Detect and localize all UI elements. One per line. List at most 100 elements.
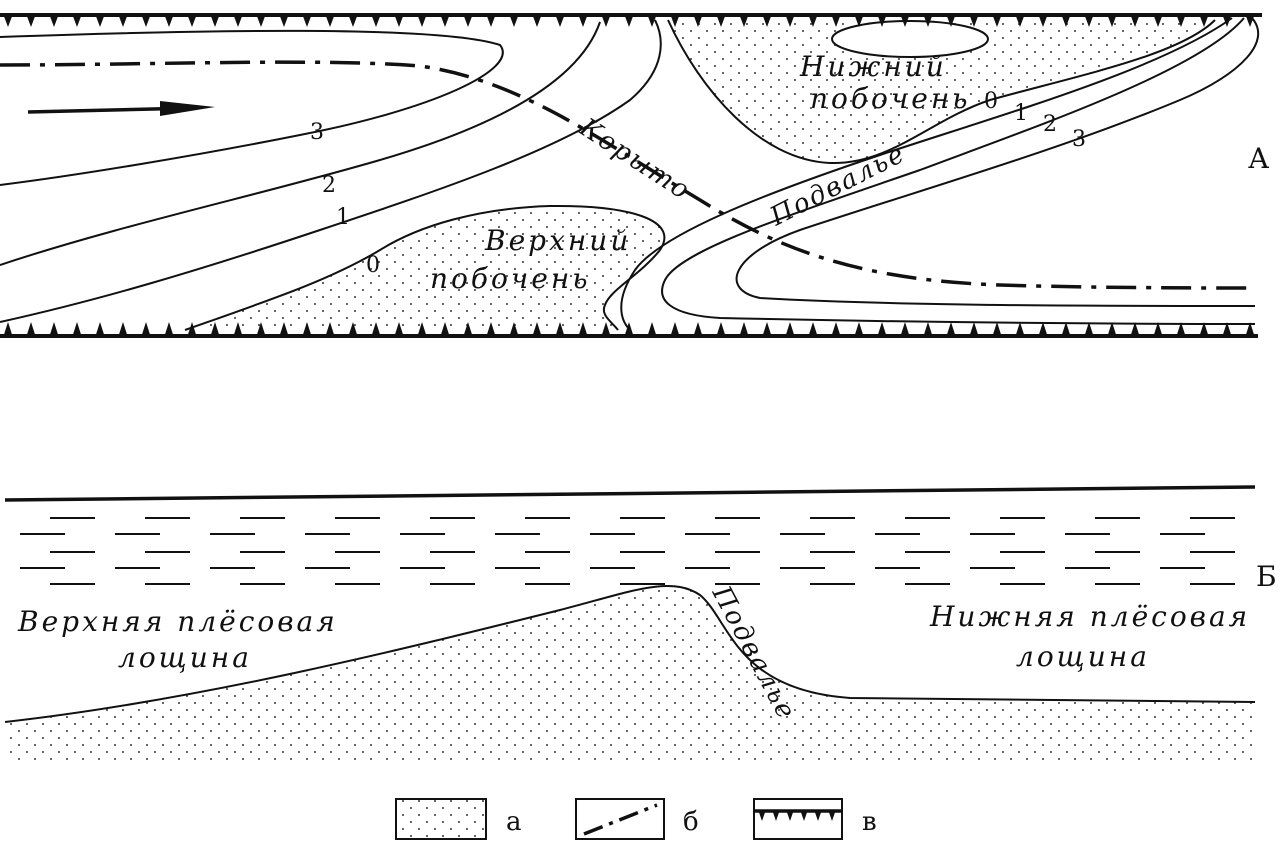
isobath-label-1-upper: 1: [336, 205, 350, 230]
isobath-0-upper: [184, 204, 666, 331]
bank-tooth: [1199, 15, 1209, 27]
bank-tooth: [670, 322, 680, 336]
bank-tooth: [786, 811, 794, 821]
bank-tooth: [992, 15, 1002, 27]
bank-tooth: [486, 15, 496, 27]
bank-tooth: [279, 322, 289, 336]
bank-tooth: [256, 322, 266, 336]
bank-tooth: [118, 322, 128, 336]
bank-tooth: [417, 322, 427, 336]
bank-tooth: [72, 322, 82, 336]
bank-tooth: [578, 15, 588, 27]
legend-item-thalweg: б: [575, 798, 699, 840]
isobath-label-0-upper: 0: [366, 253, 380, 278]
bank-tooth: [1015, 15, 1025, 27]
bank-tooth: [647, 322, 657, 336]
upper-pool-label-line2: лощина: [118, 641, 252, 674]
bank-tooth: [785, 322, 795, 336]
bank-tooth: [1061, 322, 1071, 336]
bank-tooth: [187, 322, 197, 336]
legend-label-b: б: [683, 807, 699, 837]
bank-tooth: [325, 322, 335, 336]
bank-tooth: [828, 811, 836, 821]
isobath-3-upper: [0, 29, 504, 186]
lower-bar-label-line1: Нижний: [799, 50, 947, 83]
bank-tooth: [1245, 322, 1255, 336]
bank-tooth: [762, 322, 772, 336]
bank-tooth: [808, 322, 818, 336]
isobath-label-2-upper: 2: [322, 173, 336, 198]
legend: а б в: [395, 798, 877, 840]
bank-tooth: [509, 322, 519, 336]
bank-tooth: [877, 322, 887, 336]
lower-bar-shoal: [668, 20, 1215, 164]
legend-thalweg-line: [583, 803, 658, 836]
isobath-label-2-lower: 2: [1043, 112, 1057, 137]
bank-tooth: [601, 322, 611, 336]
bank-tooth: [302, 15, 312, 27]
bank-tooth: [394, 322, 404, 336]
bank-tooth: [164, 15, 174, 27]
isobath-label-3-lower: 3: [1072, 127, 1086, 152]
bank-tooth: [601, 15, 611, 27]
bank-tooth: [49, 15, 59, 27]
bank-tooth: [772, 811, 780, 821]
bank-tooth: [831, 15, 841, 27]
bank-tooth: [923, 322, 933, 336]
bank-tooth: [26, 322, 36, 336]
upper-bar-shoal: [185, 205, 665, 330]
bank-tooth: [854, 15, 864, 27]
legend-swatch-bank: [753, 798, 843, 840]
bank-tooth: [210, 15, 220, 27]
bank-tooth: [762, 15, 772, 27]
bank-tooth: [1038, 15, 1048, 27]
panel-a-side-label: А: [1248, 142, 1269, 175]
bank-tooth: [279, 15, 289, 27]
bank-tooth: [624, 15, 634, 27]
bank-tooth: [1130, 15, 1140, 27]
bank-tooth: [877, 15, 887, 27]
isobath-2-lower: [661, 17, 1256, 325]
bank-tooth: [509, 15, 519, 27]
bank-tooth: [831, 322, 841, 336]
bank-tooth: [739, 15, 749, 27]
bank-tooth: [1038, 322, 1048, 336]
bank-tooth: [371, 322, 381, 336]
bank-tooth: [187, 15, 197, 27]
bank-tooth: [118, 15, 128, 27]
bank-tooth: [463, 322, 473, 336]
isobath-1-upper: [0, 19, 662, 323]
bank-tooth: [325, 15, 335, 27]
bank-tooth: [1084, 15, 1094, 27]
isobath-label-0-lower: 0: [984, 89, 998, 114]
bank-tooth: [900, 322, 910, 336]
legend-item-sand: а: [395, 798, 522, 840]
bank-tooth: [785, 15, 795, 27]
legend-swatch-sand: [395, 798, 487, 840]
bank-tooth: [758, 811, 766, 821]
bank-tooth: [555, 15, 565, 27]
bank-tooth: [1015, 322, 1025, 336]
legend-label-v: в: [862, 807, 877, 837]
panel-b-profile: Верхняя плёсовая лощина Нижняя плёсовая …: [4, 485, 1277, 760]
isobath-1-lower: [620, 17, 1233, 331]
bank-tooth: [969, 15, 979, 27]
riverbed-profile-line: [4, 584, 1256, 723]
bank-tooth: [716, 15, 726, 27]
bank-tooth: [164, 322, 174, 336]
left-bank-teeth: [3, 15, 1255, 27]
bank-tooth: [233, 322, 243, 336]
bank-tooth: [440, 322, 450, 336]
bank-tooth: [739, 322, 749, 336]
bank-tooth: [72, 15, 82, 27]
bank-tooth: [95, 15, 105, 27]
lower-pool-label-line2: лощина: [1016, 640, 1150, 673]
panel-b-side-label: Б: [1256, 560, 1277, 593]
isobath-label-1-lower: 1: [1014, 101, 1028, 126]
bank-tooth: [394, 15, 404, 27]
bank-tooth: [1153, 322, 1163, 336]
bank-tooth: [1176, 15, 1186, 27]
bank-tooth: [532, 322, 542, 336]
bank-tooth: [555, 322, 565, 336]
